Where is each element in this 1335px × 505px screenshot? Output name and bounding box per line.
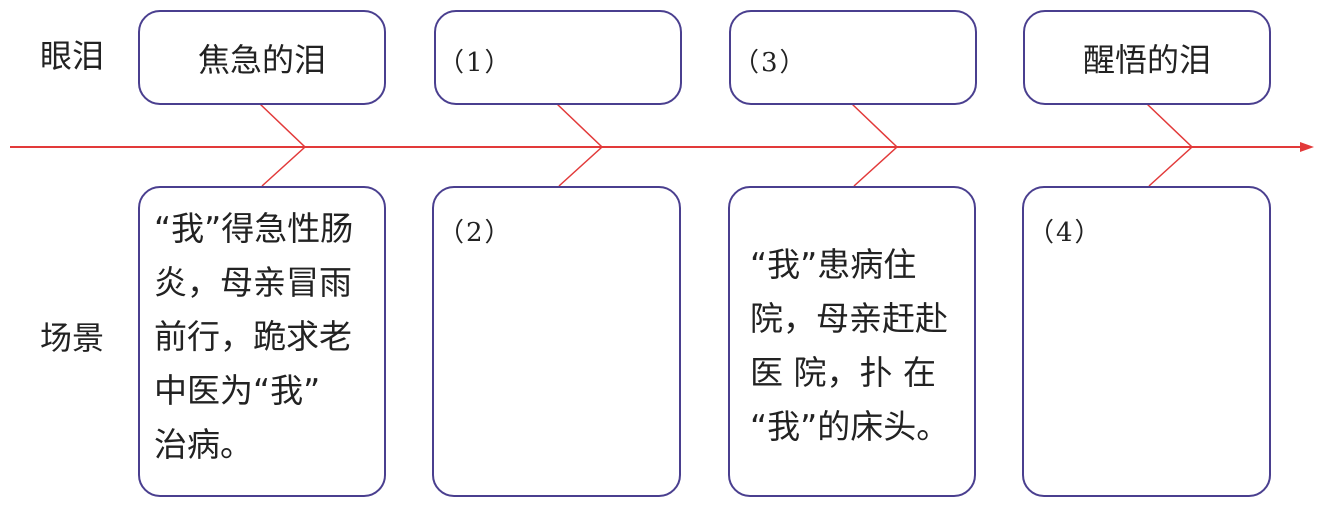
tears-box-3: （3） <box>729 10 977 105</box>
tears-box-2: （1） <box>434 10 682 105</box>
tears-box-2-placeholder: （1） <box>438 48 513 78</box>
scene-box-1-text: “我”得急性肠 炎，母亲冒雨 前行，跪求老 中医为“我” 治病。 <box>154 209 354 464</box>
tears-box-4: 醒悟的泪 <box>1023 10 1271 105</box>
scene-box-4-placeholder: （4） <box>1028 218 1103 248</box>
connector-3 <box>851 103 899 187</box>
scene-box-2: （2） <box>432 186 681 497</box>
scene-row-label: 场景 <box>40 319 105 357</box>
scene-box-2-placeholder: （2） <box>438 218 513 248</box>
tears-box-1-text: 焦急的泪 <box>197 40 326 79</box>
connector-1 <box>259 103 307 187</box>
tears-box-1: 焦急的泪 <box>138 10 386 105</box>
timeline-arrowhead <box>1300 142 1314 152</box>
scene-box-1: “我”得急性肠 炎，母亲冒雨 前行，跪求老 中医为“我” 治病。 <box>138 186 386 497</box>
tears-box-4-text: 醒悟的泪 <box>1082 40 1211 79</box>
connector-2 <box>556 103 604 187</box>
scene-box-4: （4） <box>1022 186 1271 497</box>
tears-box-3-placeholder: （3） <box>733 48 808 78</box>
connector-4 <box>1146 103 1194 187</box>
scene-box-3: “我”患病住 院，母亲赶赴 医 院，扑 在 “我”的床头。 <box>728 186 976 497</box>
scene-box-3-text: “我”患病住 院，母亲赶赴 医 院，扑 在 “我”的床头。 <box>750 245 950 446</box>
tears-row-label: 眼泪 <box>40 37 105 75</box>
